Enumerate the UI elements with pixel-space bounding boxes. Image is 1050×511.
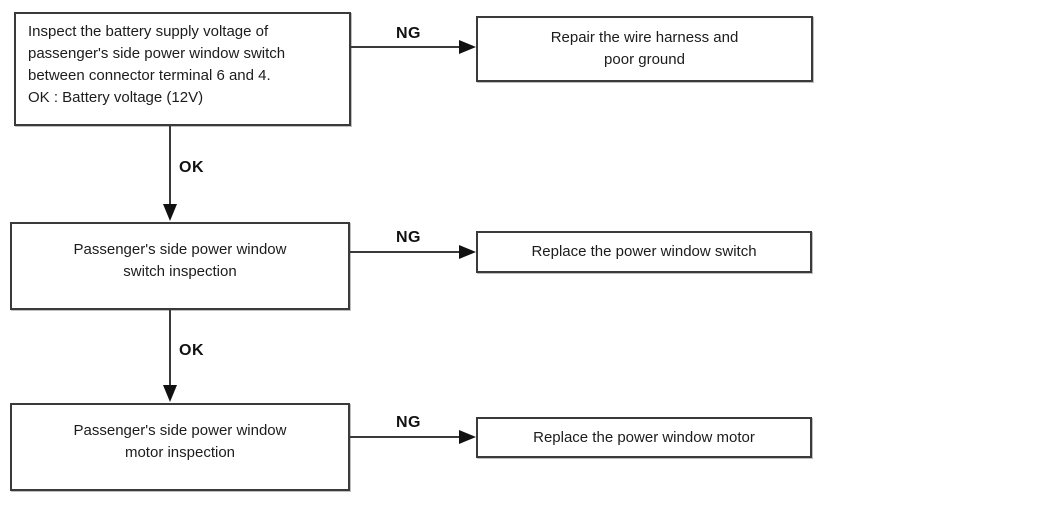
step1-text-line: OK : Battery voltage (12V) (28, 89, 204, 106)
step1-ok-label: OK (179, 159, 204, 176)
step3-ng-result-line: Replace the power window motor (533, 428, 755, 446)
step1-ng-result-line: Repair the wire harness and (550, 29, 739, 46)
step2-ng-result-box: Replace the power window switch (476, 231, 812, 273)
step3-box: Passenger's side power window motor insp… (10, 403, 350, 491)
step1-text-line: passenger's side power window switch (28, 45, 286, 62)
step1-ok-connector-line (169, 126, 171, 206)
step1-text-line: between connector terminal 6 and 4. (28, 67, 271, 84)
step2-ok-connector-line (169, 310, 171, 387)
step2-text-line: Passenger's side power window (73, 241, 287, 258)
step3-ng-label: NG (396, 414, 421, 431)
step3-ng-result-box: Replace the power window motor (476, 417, 812, 458)
step1-ok-arrowhead-icon (163, 204, 177, 221)
step3-text-line: Passenger's side power window (73, 422, 287, 439)
step1-ng-arrowhead-icon (459, 40, 476, 54)
step3-ng-connector-line (350, 436, 461, 438)
step3-ng-arrowhead-icon (459, 430, 476, 444)
step1-box: Inspect the battery supply voltage of pa… (14, 12, 351, 126)
step1-ng-label: NG (396, 25, 421, 42)
step1-ng-connector-line (351, 46, 461, 48)
step2-ok-arrowhead-icon (163, 385, 177, 402)
step1-ng-result-box: Repair the wire harness and poor ground (476, 16, 813, 82)
step2-box: Passenger's side power window switch ins… (10, 222, 350, 310)
step1-ng-result-line: poor ground (604, 51, 685, 68)
step2-ng-arrowhead-icon (459, 245, 476, 259)
step2-ok-label: OK (179, 342, 204, 359)
step2-ng-result-line: Replace the power window switch (531, 243, 757, 260)
step2-ng-connector-line (350, 251, 461, 253)
step2-ng-label: NG (396, 229, 421, 246)
step3-text-line: motor inspection (124, 444, 236, 461)
step2-text-line: switch inspection (123, 263, 237, 280)
step1-text-line: Inspect the battery supply voltage of (28, 23, 269, 40)
